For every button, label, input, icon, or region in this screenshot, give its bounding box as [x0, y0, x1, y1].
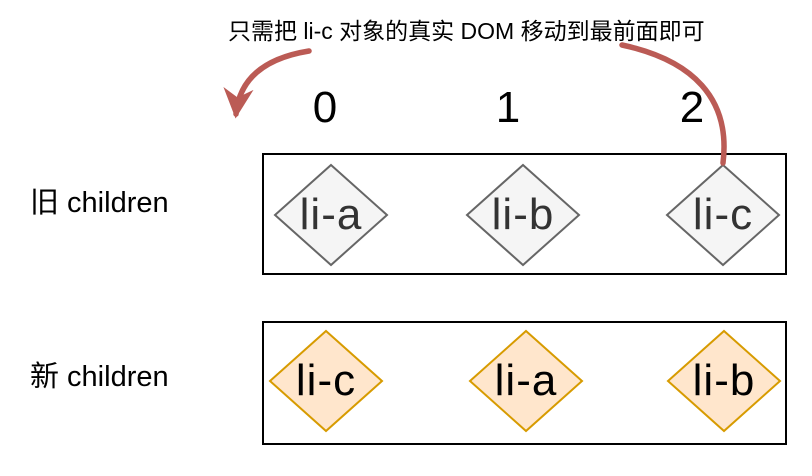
- diamond-shape: [666, 329, 782, 433]
- node-label: li-b: [692, 356, 756, 405]
- diamond-shape: [468, 329, 584, 433]
- old-node-0: li-a: [273, 163, 389, 267]
- li-c-source-curve: [619, 42, 727, 166]
- new-node-0: li-c: [268, 329, 384, 433]
- node-label: li-a: [299, 190, 363, 239]
- new-node-2: li-b: [666, 329, 782, 433]
- old-children-label: 旧 children: [30, 187, 169, 219]
- old-node-1: li-b: [465, 163, 581, 267]
- node-label: li-c: [692, 190, 754, 239]
- node-label: li-b: [491, 190, 555, 239]
- diamond-shape: [465, 163, 581, 267]
- diamond-shape: [665, 163, 781, 267]
- diamond-shape: [273, 163, 389, 267]
- index-2: 2: [679, 83, 705, 132]
- old-node-2: li-c: [665, 163, 781, 267]
- new-children-label: 新 children: [30, 361, 169, 393]
- node-label: li-c: [295, 356, 357, 405]
- new-node-1: li-a: [468, 329, 584, 433]
- annotation-title: 只需把 li-c 对象的真实 DOM 移动到最前面即可: [228, 18, 705, 44]
- node-label: li-a: [494, 356, 558, 405]
- move-to-front-arrow: [223, 48, 312, 119]
- diamond-shape: [268, 329, 384, 433]
- index-0: 0: [312, 83, 338, 132]
- index-1: 1: [495, 83, 521, 132]
